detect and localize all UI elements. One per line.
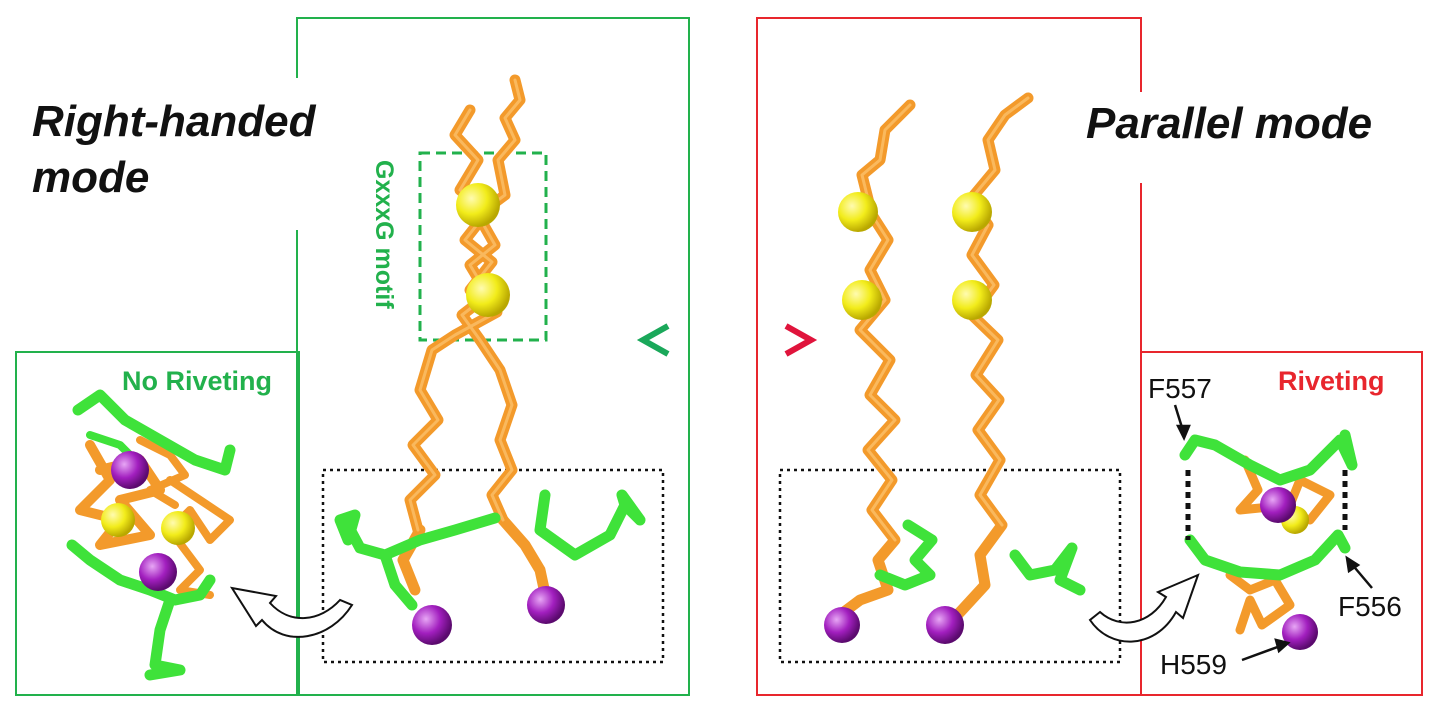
glycine-sphere [838, 192, 878, 232]
histidine-sphere [111, 451, 149, 489]
right-zoom-region-box [778, 468, 1122, 664]
riveting-structure [1179, 429, 1358, 635]
left-zoom-region-box [321, 468, 665, 664]
residue-label-h559: H559 [1160, 649, 1227, 680]
parallel-mode-title: Parallel mode [1086, 99, 1373, 148]
left-green-sidechains [334, 489, 646, 611]
residue-label-f557: F557 [1148, 373, 1212, 404]
riveting-inset-frame [1140, 351, 1423, 696]
no-riveting-inset-frame [15, 351, 300, 696]
right-helix-highlight [858, 96, 1030, 542]
histidine-sphere [1260, 487, 1296, 523]
glycine-sphere [456, 183, 500, 227]
riveting-label: Riveting [1278, 366, 1385, 396]
residue-label-f556: F556 [1338, 591, 1402, 622]
glycine-sphere [161, 511, 195, 545]
histidine-sphere [824, 607, 860, 643]
gxxxg-motif-label: GxxxG motif [370, 160, 398, 309]
residue-pointers [1173, 404, 1373, 662]
right-green-sidechains [874, 519, 1086, 596]
histidine-sphere [527, 586, 565, 624]
curved-arrow-icon [1088, 573, 1200, 643]
glycine-sphere [842, 280, 882, 320]
glycine-sphere [101, 503, 135, 537]
histidine-sphere [926, 606, 964, 644]
no-riveting-label: No Riveting [122, 366, 273, 396]
histidine-sphere [1282, 614, 1318, 650]
right-handed-title-line1: Right-handed [32, 97, 316, 146]
glycine-sphere [466, 273, 510, 317]
no-riveting-structure [66, 389, 236, 681]
glycine-sphere [952, 280, 992, 320]
histidine-sphere [139, 553, 177, 591]
glycine-sphere [952, 192, 992, 232]
double-arrow-icon [636, 323, 818, 357]
curved-arrow-icon [229, 586, 354, 638]
right-handed-title-line2: mode [32, 153, 150, 202]
right-handed-mode-title: Right-handed mode [32, 94, 316, 206]
histidine-sphere [412, 605, 452, 645]
